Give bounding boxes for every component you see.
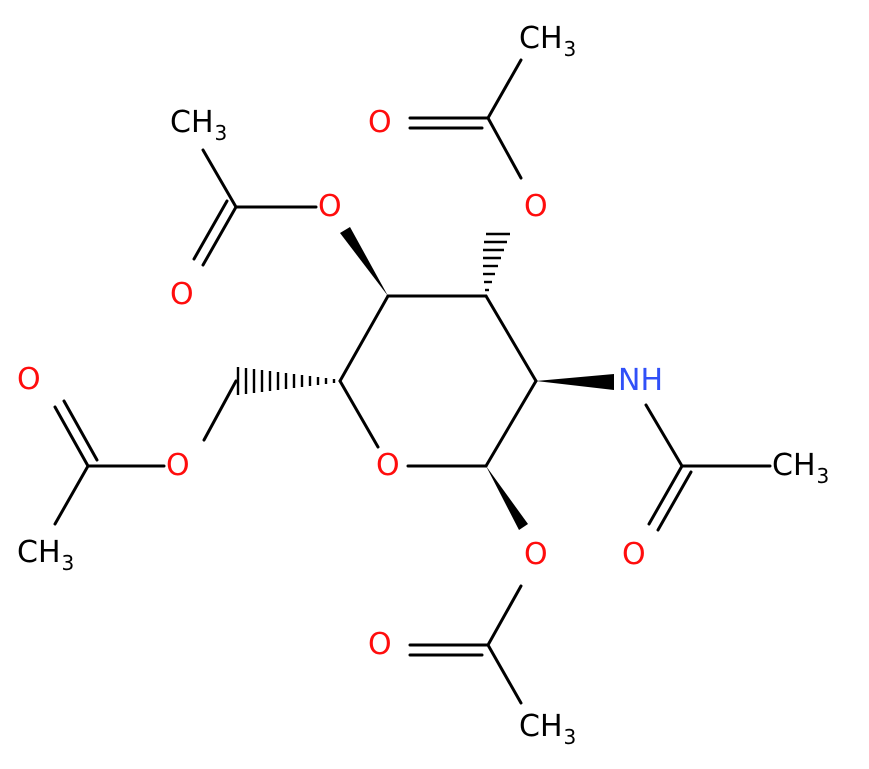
bond-o1-acc	[486, 584, 523, 647]
bond-o3-acc	[486, 116, 523, 180]
bond-c4-c5	[338, 294, 390, 383]
bond-acc-o-double-b	[62, 399, 99, 462]
bond-c5-o5	[338, 379, 380, 449]
bond-acc-o-double-a	[647, 464, 684, 526]
bond-acc-o-double-a	[53, 405, 90, 468]
nac-carbonyl-oxygen-label: O	[622, 537, 646, 572]
c3-ester-oxygen-label: O	[524, 189, 548, 224]
ring-oxygen-label: O	[376, 448, 400, 483]
methyl-bottom-label: CH3	[519, 709, 577, 750]
bond-acc-ch3-bottom	[486, 643, 523, 705]
c6-carbonyl-oxygen-label: O	[17, 362, 41, 397]
bond-acc-o-double-b	[192, 199, 229, 261]
c1-carbonyl-oxygen-label: O	[368, 627, 392, 662]
nh-label: NH	[618, 363, 663, 398]
c4-carbonyl-oxygen-label: O	[170, 277, 194, 312]
bond-acc-o-double-a	[201, 205, 238, 267]
bond-acc-ch3-top	[486, 58, 523, 120]
methyl-top-label: CH3	[519, 21, 577, 62]
c4-ester-oxygen-label: O	[318, 189, 342, 224]
methyl-left-label: CH3	[17, 535, 75, 576]
bond-acc-ch3-left	[53, 464, 90, 526]
bond-n-acc	[644, 403, 684, 468]
c6-ester-oxygen-label: O	[166, 448, 190, 483]
c1-ester-oxygen-label: O	[524, 537, 548, 572]
c3-carbonyl-oxygen-label: O	[368, 105, 392, 140]
methyl-right-label: CH3	[772, 448, 830, 489]
wedge-c4-o4	[340, 227, 388, 296]
bond-c6-o6	[202, 379, 238, 442]
wedge-c1-o1	[486, 466, 528, 530]
bond-c1-c2	[484, 379, 538, 468]
wedge-c2-n	[536, 374, 614, 390]
methyl-upper-left-label: CH3	[170, 105, 228, 146]
bond-acc-o-double-b	[656, 470, 693, 532]
bond-c2-c3	[484, 294, 538, 383]
bond-acc-ch3-upper-left	[201, 148, 238, 209]
